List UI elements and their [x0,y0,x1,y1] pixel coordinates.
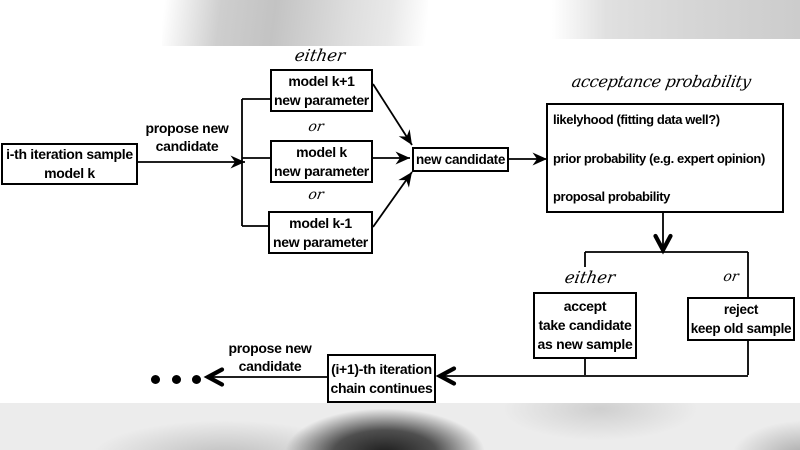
acceptance-criteria-box: likelyhood (fitting data well?) prior pr… [546,103,784,213]
dot-icon [151,374,160,384]
background-blur-bottom [0,403,800,450]
background-blur-top-right [552,0,800,39]
model-k-minus-1-box: model k-1 new parameter [268,211,373,254]
or-label-1: or [307,119,325,135]
model-k-plus-1-box: model k+1 new parameter [270,69,373,112]
propose-new-candidate-label-bottom: propose new candidate [228,340,312,374]
start-box-line2: model k [44,165,95,181]
start-box: i-th iteration sample model k [1,143,138,185]
reject-box: reject keep old sample [687,297,795,341]
or-label-2: or [307,187,325,203]
new-candidate-box: new candidate [412,147,509,172]
next-iteration-box: (i+1)-th iteration chain continues [327,354,436,403]
either-label-bottom: either [563,268,617,287]
dot-icon [171,374,181,384]
either-label-top: either [293,46,347,65]
background-blur-top-left [162,0,428,46]
start-box-line1: i-th iteration sample [6,146,133,162]
accept-box: accept take candidate as new sample [533,292,637,359]
or-label-3: or [722,269,740,285]
propose-new-candidate-label-top: propose new candidate [145,120,229,154]
continuation-dots [151,374,201,384]
model-k-box: model k new parameter [270,140,373,183]
acceptance-probability-title: acceptance probability [570,72,753,91]
dot-icon [192,374,201,384]
